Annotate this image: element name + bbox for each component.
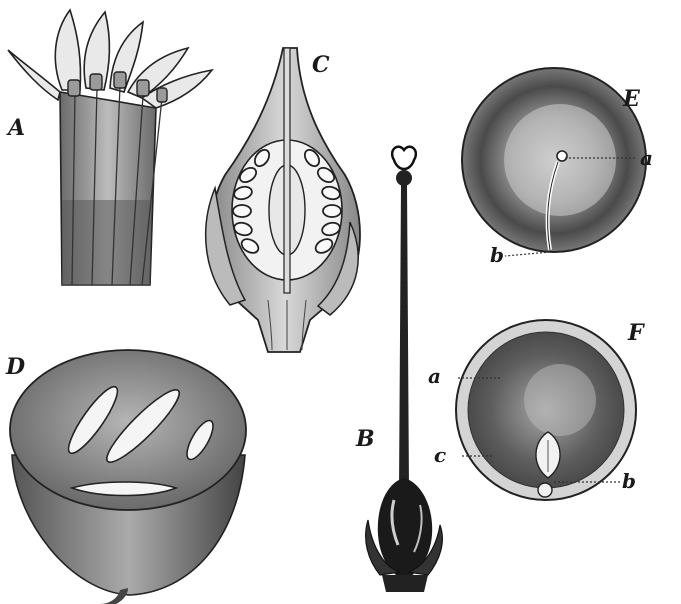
figure-d-fruit-section <box>10 350 246 604</box>
figure-e-label: E <box>622 86 641 112</box>
figure-a-corolla <box>8 10 212 285</box>
figure-f-part-a: a <box>428 364 441 388</box>
figure-f-label: F <box>627 320 645 346</box>
figure-d-label: D <box>5 354 25 380</box>
figure-f-seed-section <box>456 320 636 500</box>
figure-e-seed-view <box>462 68 646 256</box>
figure-b-label: B <box>355 426 375 452</box>
figure-e-part-a: a <box>640 146 653 170</box>
figure-e-part-b: b <box>490 243 504 267</box>
figure-a-label: A <box>6 115 25 141</box>
figure-f-part-c: c <box>434 443 446 467</box>
figure-f-part-b: b <box>622 469 636 493</box>
figure-c-label: C <box>312 52 330 78</box>
figure-c-ovary-section <box>206 48 360 352</box>
